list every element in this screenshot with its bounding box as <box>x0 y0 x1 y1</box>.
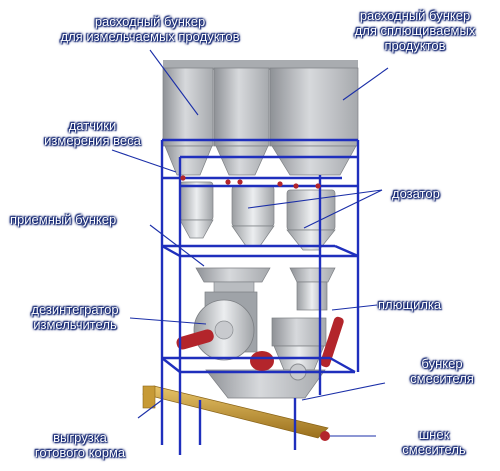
dispenser-left-cone <box>179 219 214 239</box>
silo-right <box>269 67 359 147</box>
silo-left <box>162 67 214 147</box>
label-mixer-auger: шнек смеситель <box>402 427 466 457</box>
silo-cone-left <box>164 145 213 176</box>
flattener-top-funnel <box>289 267 336 283</box>
weight-sensors <box>180 175 321 189</box>
dispenser-middle-body <box>231 185 275 227</box>
support-frame <box>160 138 360 455</box>
label-weight-sensors: датчики измерения веса <box>44 118 141 148</box>
disintegrator-unit <box>176 291 258 361</box>
flattener-unit <box>271 267 344 371</box>
disintegrator-motor <box>176 329 214 350</box>
silo-cone-right <box>271 145 357 176</box>
label-receiving-hopper: приемный бункер <box>10 212 117 227</box>
dispenser-middle-cone <box>231 225 275 247</box>
label-flattener: плющилка <box>378 297 442 312</box>
mixer-auger <box>142 385 330 441</box>
auger-motor <box>320 431 330 441</box>
hopper-top-shade <box>163 60 358 70</box>
auger-inlet <box>142 385 156 409</box>
dispensers <box>179 181 336 251</box>
supply-hoppers <box>162 60 359 176</box>
label-crush-hopper: расходный бункер для измельчаемых продук… <box>60 14 240 44</box>
label-flake-hopper: расходный бункер для сплющиваемых продук… <box>354 8 476 53</box>
label-mixer-hopper: бункер смесителя <box>410 356 474 386</box>
receiving-hopper <box>195 267 271 283</box>
leader-lines <box>111 49 389 437</box>
label-unloading: выгрузка готового корма <box>34 430 126 460</box>
flattener-body <box>271 317 327 347</box>
label-dispenser: дозатор <box>392 186 440 201</box>
mixer-hopper <box>205 369 326 399</box>
flattener-belt <box>320 316 344 368</box>
silo-middle <box>213 67 270 147</box>
label-disintegrator: дезинтегратор измельчитель <box>31 302 119 332</box>
disintegrator-hub <box>214 320 234 340</box>
flattener-column <box>296 281 328 311</box>
silo-cone-middle <box>215 145 269 176</box>
mixer-motor <box>250 351 274 371</box>
